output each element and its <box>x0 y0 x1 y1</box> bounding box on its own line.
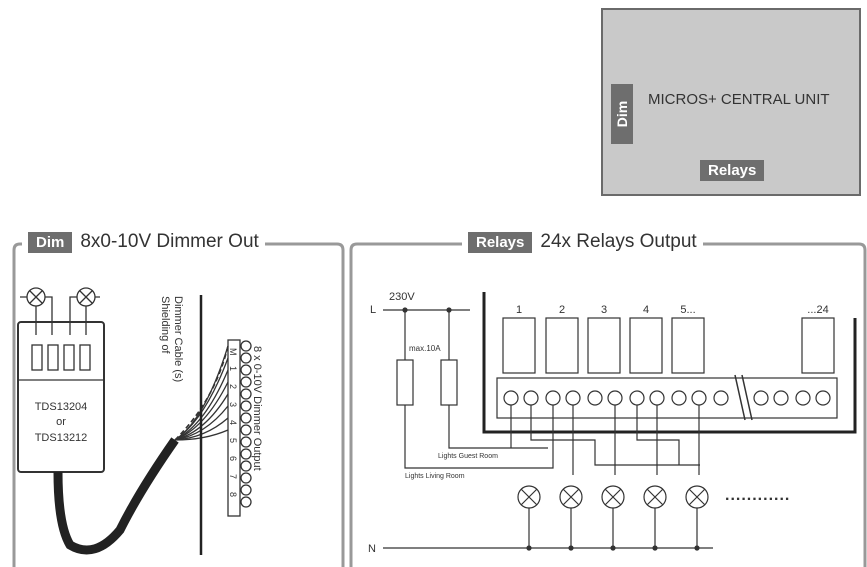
terminal-6: 6 <box>228 456 238 461</box>
relay-icon <box>545 317 579 374</box>
fuse-label: max.10A <box>409 344 441 353</box>
terminal-5: 5 <box>228 438 238 443</box>
supply-label: 230V <box>389 291 415 303</box>
dimmer-section-header: Dim 8x0-10V Dimmer Out <box>22 231 265 253</box>
lamp-row <box>517 485 709 509</box>
relay-section-frame <box>349 242 867 567</box>
shielding-label-2: Dimmer Cable (s) <box>172 296 184 382</box>
dimmer-terminal-block <box>227 339 252 517</box>
neutral-label: N <box>368 543 376 555</box>
central-dim-tag: Dim <box>611 84 633 144</box>
relay-number-24: ...24 <box>807 304 828 316</box>
relay-number-1: 1 <box>516 304 522 316</box>
terminal-7: 7 <box>228 474 238 479</box>
terminal-3: 3 <box>228 402 238 407</box>
more-indicator: ............ <box>725 487 790 504</box>
central-relays-tag: Relays <box>700 160 765 181</box>
terminal-1: 1 <box>228 366 238 371</box>
terminal-2: 2 <box>228 384 238 389</box>
dimmer-device <box>17 321 105 473</box>
relay-section-header: Relays 24x Relays Output <box>462 231 703 253</box>
relay-icon <box>671 317 705 374</box>
relay-number-3: 3 <box>601 304 607 316</box>
dimmer-section-title: 8x0-10V Dimmer Out <box>80 231 259 252</box>
terminal-4: 4 <box>228 420 238 425</box>
shielding-label-1: Shielding of <box>159 296 171 354</box>
device-label-1: TDS13204 <box>35 401 88 413</box>
relay-number-2: 2 <box>559 304 565 316</box>
relay-terminal-strip <box>496 377 838 419</box>
line-label: L <box>370 304 376 316</box>
device-label-2: or <box>56 416 66 428</box>
lamp-label-guest: Lights Guest Room <box>438 453 498 460</box>
fuse-icon <box>396 359 414 406</box>
relay-icon <box>629 317 663 374</box>
terminal-m: M <box>228 348 238 356</box>
relay-icon <box>801 317 835 374</box>
dim-tag: Dim <box>28 231 73 253</box>
dimmer-output-label: 8 x 0-10V Dimmer Output <box>251 346 263 471</box>
terminal-8: 8 <box>228 492 238 497</box>
lamp-label-living: Lights Living Room <box>405 473 465 480</box>
relay-number-5: 5... <box>680 304 695 316</box>
device-label-3: TDS13212 <box>35 432 88 444</box>
central-unit-title: MICROS+ CENTRAL UNIT <box>648 91 830 108</box>
dimmer-cable <box>53 437 179 555</box>
relay-section-title: 24x Relays Output <box>540 231 697 252</box>
relay-housing <box>482 292 857 434</box>
relay-icon <box>587 317 621 374</box>
relays-tag: Relays <box>468 231 533 253</box>
relay-icon <box>502 317 536 374</box>
fuse-icon <box>440 359 458 406</box>
relay-number-4: 4 <box>643 304 649 316</box>
